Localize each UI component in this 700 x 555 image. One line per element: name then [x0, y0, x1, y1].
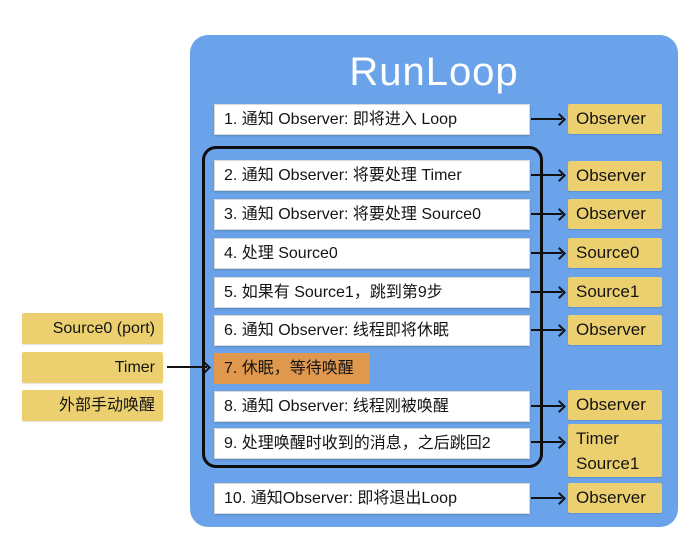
arrow-step-10-to-observer: [531, 497, 562, 499]
wake-source-source0-port: Source0 (port): [22, 313, 163, 344]
step-box-10: 10. 通知Observer: 即将退出Loop: [214, 483, 530, 514]
arrow-wake-to-step-7: [167, 366, 207, 368]
target-box-observer-6: Observer: [568, 315, 662, 345]
wake-source-timer: Timer: [22, 352, 163, 383]
step-box-6: 6. 通知 Observer: 线程即将休眠: [214, 315, 530, 346]
step-box-9: 9. 处理唤醒时收到的消息，之后跳回2: [214, 428, 530, 459]
step-box-2: 2. 通知 Observer: 将要处理 Timer: [214, 160, 530, 191]
target-box-observer-1: Observer: [568, 104, 662, 134]
arrow-step-9-to-timer-source1: [531, 441, 562, 443]
arrow-step-2-to-observer: [531, 174, 562, 176]
target-box-source1: Source1: [568, 277, 662, 307]
step-box-3: 3. 通知 Observer: 将要处理 Source0: [214, 199, 530, 230]
arrow-step-1-to-observer: [531, 118, 562, 120]
step-box-5: 5. 如果有 Source1，跳到第9步: [214, 277, 530, 308]
target-box-timer-source1: Timer Source1: [568, 424, 662, 477]
runloop-title: RunLoop: [349, 50, 519, 94]
target-box-observer-3: Observer: [568, 199, 662, 229]
arrow-step-5-to-source1: [531, 291, 562, 293]
step-box-8: 8. 通知 Observer: 线程刚被唤醒: [214, 391, 530, 422]
target-box-observer-10: Observer: [568, 483, 662, 513]
target-box-observer-8: Observer: [568, 390, 662, 420]
step-box-4: 4. 处理 Source0: [214, 238, 530, 269]
step-box-1: 1. 通知 Observer: 即将进入 Loop: [214, 104, 530, 135]
loop-body-frame: [202, 146, 543, 468]
arrow-step-4-to-source0: [531, 252, 562, 254]
wake-source-manual: 外部手动唤醒: [22, 390, 163, 421]
arrow-step-6-to-observer: [531, 329, 562, 331]
arrow-step-3-to-observer: [531, 213, 562, 215]
step-box-7-sleep: 7. 休眠，等待唤醒: [214, 353, 370, 384]
target-box-observer-2: Observer: [568, 161, 662, 191]
arrow-step-8-to-observer: [531, 405, 562, 407]
target-box-source0: Source0: [568, 238, 662, 268]
